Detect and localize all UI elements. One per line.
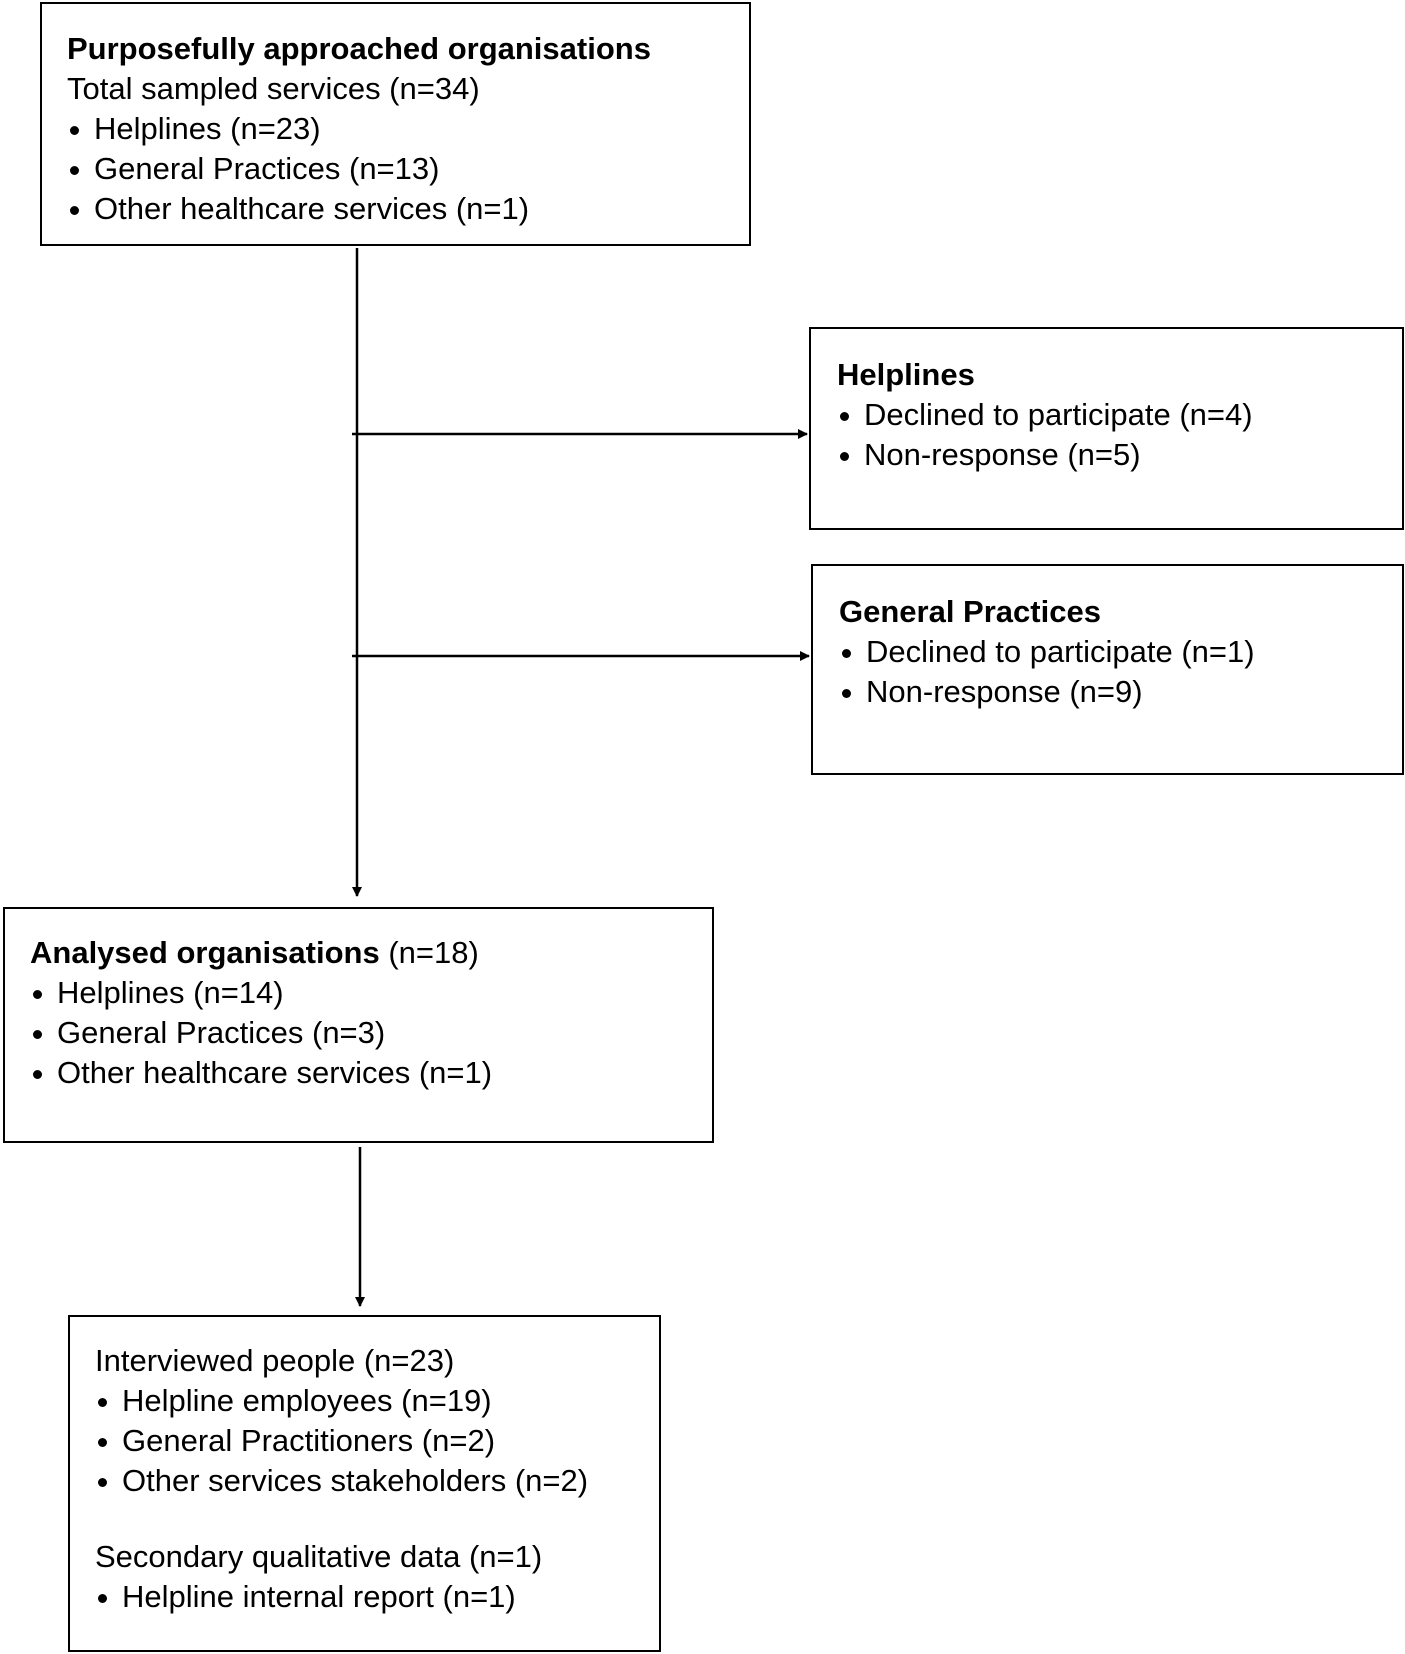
list-item: Helpline internal report (n=1) bbox=[95, 1577, 659, 1617]
interviewed-people-box: Interviewed people (n=23) Helpline emplo… bbox=[68, 1315, 661, 1652]
interviewed-list: Helpline employees (n=19) General Practi… bbox=[95, 1381, 659, 1501]
analysed-organisations-box: Analysed organisations (n=18) Helplines … bbox=[3, 907, 714, 1143]
approached-title: Purposefully approached organisations bbox=[67, 31, 651, 66]
general-practices-title: General Practices bbox=[839, 594, 1101, 629]
list-item: Other services stakeholders (n=2) bbox=[95, 1461, 659, 1501]
list-item: General Practitioners (n=2) bbox=[95, 1421, 659, 1461]
list-item: Helplines (n=23) bbox=[67, 109, 749, 149]
list-item: Non-response (n=9) bbox=[839, 672, 1402, 712]
interviewed-title: Interviewed people (n=23) bbox=[95, 1343, 455, 1378]
list-item: Other healthcare services (n=1) bbox=[30, 1053, 712, 1093]
helplines-excluded-box: Helplines Declined to participate (n=4) … bbox=[809, 327, 1404, 530]
list-item: Declined to participate (n=4) bbox=[837, 395, 1402, 435]
list-item: Other healthcare services (n=1) bbox=[67, 189, 749, 229]
analysed-title: Analysed organisations bbox=[30, 935, 380, 970]
list-item: Helplines (n=14) bbox=[30, 973, 712, 1013]
analysed-heading: Analysed organisations (n=18) bbox=[30, 933, 712, 973]
secondary-data-title: Secondary qualitative data (n=1) bbox=[95, 1539, 543, 1574]
approached-list: Helplines (n=23) General Practices (n=13… bbox=[67, 109, 749, 229]
list-item: Non-response (n=5) bbox=[837, 435, 1402, 475]
helplines-list: Declined to participate (n=4) Non-respon… bbox=[837, 395, 1402, 475]
general-practices-list: Declined to participate (n=1) Non-respon… bbox=[839, 632, 1402, 712]
list-item: General Practices (n=13) bbox=[67, 149, 749, 189]
list-item: General Practices (n=3) bbox=[30, 1013, 712, 1053]
secondary-data-list: Helpline internal report (n=1) bbox=[95, 1577, 659, 1617]
list-item: Declined to participate (n=1) bbox=[839, 632, 1402, 672]
helplines-title: Helplines bbox=[837, 357, 975, 392]
analysed-list: Helplines (n=14) General Practices (n=3)… bbox=[30, 973, 712, 1093]
total-sampled-label: Total sampled services (n=34) bbox=[67, 71, 480, 106]
analysed-count: (n=18) bbox=[379, 935, 479, 970]
list-item: Helpline employees (n=19) bbox=[95, 1381, 659, 1421]
general-practices-excluded-box: General Practices Declined to participat… bbox=[811, 564, 1404, 775]
approached-organisations-box: Purposefully approached organisations To… bbox=[40, 2, 751, 246]
